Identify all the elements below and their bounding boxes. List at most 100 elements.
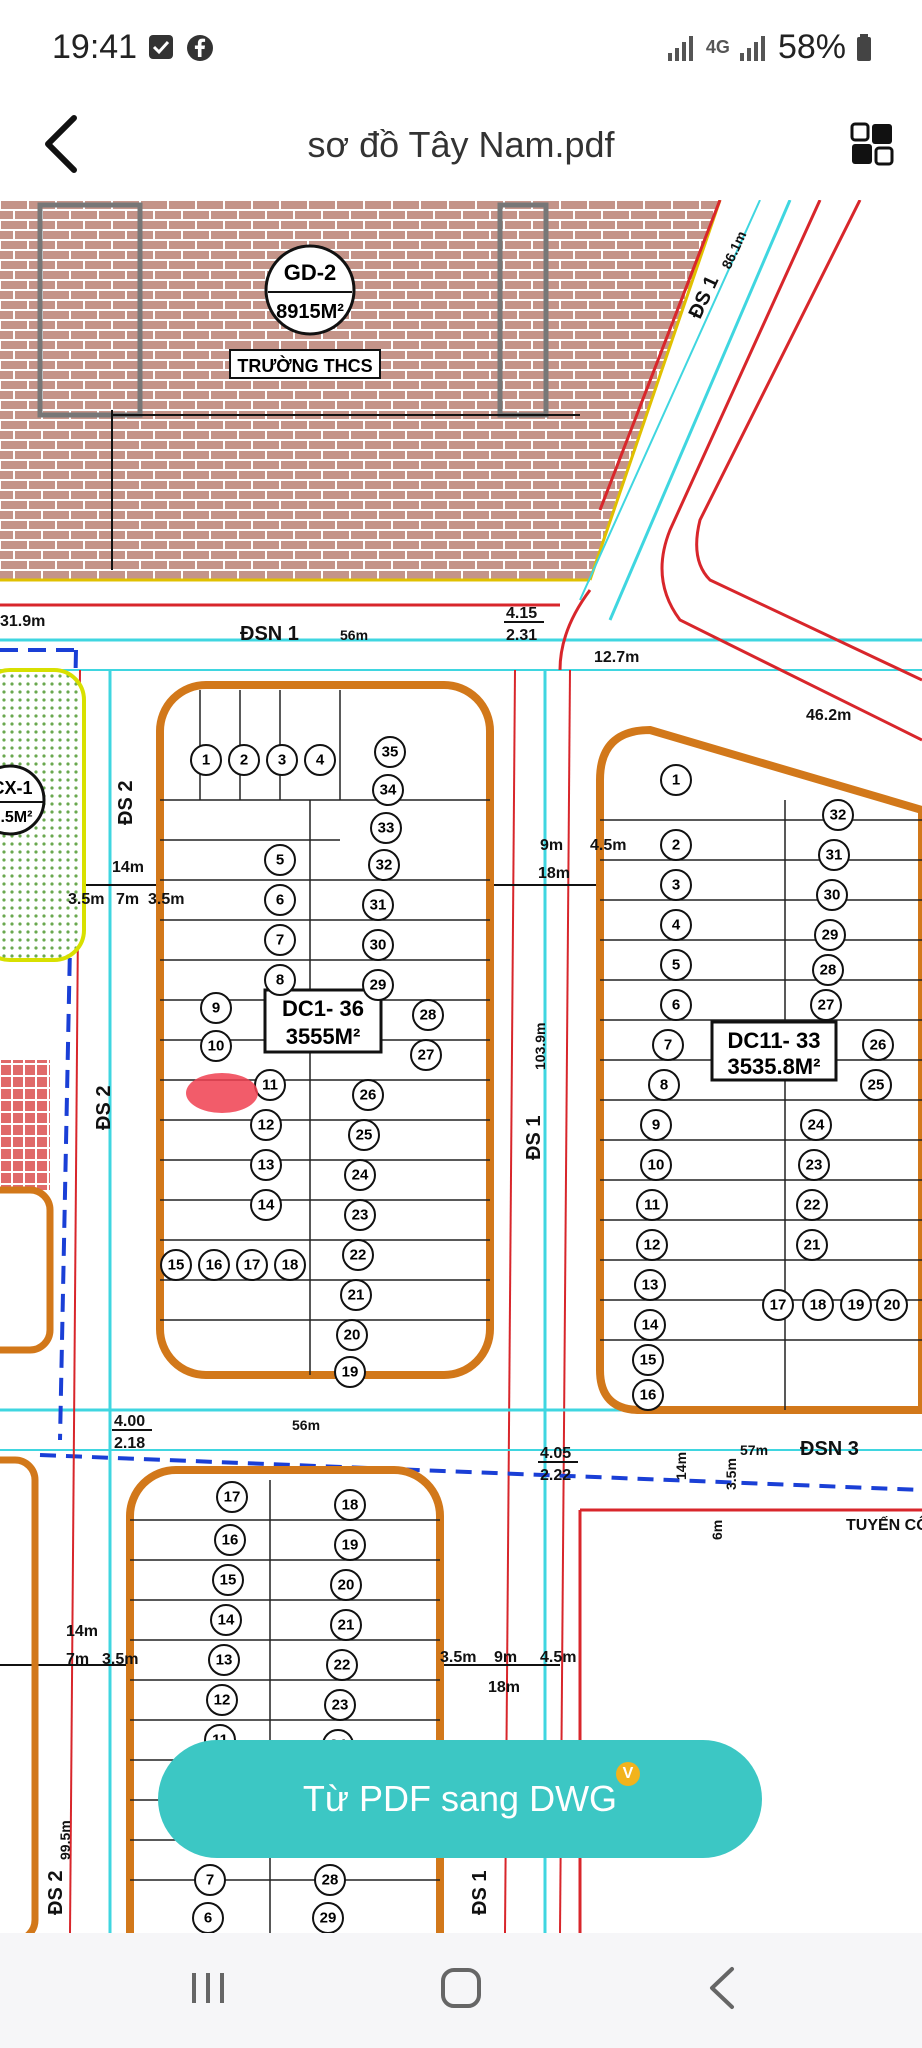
svg-text:DC1- 36: DC1- 36 [282, 996, 364, 1021]
dimension-labels: 4.15 2.31 4.00 2.18 4.05 2.22 14m 18m 9m… [0, 605, 851, 1696]
convert-format-icon[interactable] [850, 122, 894, 166]
lots-dc1-top: 1 2 3 4 35 34 33 [190, 736, 406, 844]
convert-button-label: Từ PDF sang DWG [302, 1778, 618, 1819]
svg-text:10: 10 [648, 1157, 665, 1174]
road-labels: ĐSN 1 56m ĐSN 3 57m 56m ĐS 1 86.1m ĐS 1 … [45, 229, 922, 1915]
svg-text:2.31: 2.31 [506, 627, 537, 644]
back-arrow-icon[interactable] [40, 112, 84, 176]
svg-text:19: 19 [342, 1364, 359, 1381]
svg-text:26: 26 [870, 1037, 887, 1054]
svg-text:20: 20 [884, 1297, 901, 1314]
svg-text:4: 4 [316, 752, 325, 769]
svg-text:3: 3 [672, 877, 680, 894]
svg-text:19: 19 [848, 1297, 865, 1314]
svg-text:18: 18 [282, 1257, 299, 1274]
convert-pdf-to-dwg-button[interactable]: Từ PDF sang DWG V [158, 1740, 762, 1858]
road-network [0, 200, 922, 1933]
svg-text:3.5m: 3.5m [148, 891, 184, 908]
svg-text:31: 31 [826, 847, 843, 864]
svg-text:3.5m: 3.5m [723, 1458, 739, 1490]
svg-text:56m: 56m [292, 1417, 320, 1433]
svg-text:14m: 14m [66, 1623, 98, 1640]
svg-text:6: 6 [276, 892, 284, 909]
svg-text:6m: 6m [709, 1520, 725, 1540]
svg-text:1: 1 [672, 772, 680, 789]
svg-text:ĐS 2: ĐS 2 [93, 1086, 115, 1130]
school-zone [0, 200, 720, 580]
status-bar: 19:41 4G 58% [0, 0, 922, 100]
svg-text:32: 32 [830, 807, 847, 824]
svg-text:14m: 14m [112, 859, 144, 876]
signal-icon-2 [739, 35, 765, 61]
svg-text:7: 7 [664, 1037, 672, 1054]
svg-text:1: 1 [202, 752, 210, 769]
selection-highlight [186, 1073, 258, 1113]
lots-dc1-bottom: 15 16 17 18 19 [160, 1249, 366, 1388]
svg-text:13: 13 [216, 1652, 233, 1669]
svg-text:57m: 57m [740, 1442, 768, 1458]
pdf-viewer[interactable]: GD-2 8915M² TRƯỜNG THCS [0, 200, 922, 1933]
svg-text:14m: 14m [673, 1452, 689, 1480]
svg-text:2.22: 2.22 [540, 1467, 571, 1484]
svg-text:19: 19 [342, 1537, 359, 1554]
svg-text:18: 18 [342, 1497, 359, 1514]
svg-text:10: 10 [208, 1038, 225, 1055]
svg-text:ĐS 2: ĐS 2 [45, 1871, 67, 1915]
svg-text:17: 17 [770, 1297, 787, 1314]
svg-text:12: 12 [214, 1692, 231, 1709]
svg-text:4.05: 4.05 [540, 1445, 571, 1462]
svg-text:14: 14 [218, 1612, 235, 1629]
signal-icon [667, 35, 693, 61]
svg-text:3535.8M²: 3535.8M² [728, 1054, 821, 1079]
svg-text:8915M²: 8915M² [276, 301, 344, 323]
facebook-icon [187, 35, 213, 61]
svg-text:30: 30 [370, 937, 387, 954]
svg-text:25: 25 [356, 1127, 373, 1144]
site-plan-map[interactable]: GD-2 8915M² TRƯỜNG THCS [0, 200, 922, 1933]
svg-text:20: 20 [344, 1327, 361, 1344]
svg-text:16: 16 [640, 1387, 657, 1404]
svg-text:29: 29 [370, 977, 387, 994]
svg-text:56m: 56m [340, 627, 368, 643]
svg-text:12.7m: 12.7m [594, 649, 639, 666]
svg-text:21: 21 [804, 1237, 821, 1254]
svg-text:103.9m: 103.9m [532, 1023, 548, 1070]
svg-text:3555M²: 3555M² [286, 1024, 361, 1049]
svg-text:8: 8 [660, 1077, 668, 1094]
svg-text:17: 17 [244, 1257, 261, 1274]
svg-text:27: 27 [818, 997, 835, 1014]
left-grid-zone [0, 1060, 50, 1190]
lots-dc11-left: 1 2 3 4 5 6 7 8 9 10 11 12 13 14 15 16 [632, 764, 692, 1411]
svg-text:9: 9 [652, 1117, 660, 1134]
svg-text:TUYẾN CÔ: TUYẾN CÔ [846, 1515, 922, 1534]
svg-text:4.5m: 4.5m [540, 1649, 576, 1666]
svg-text:18m: 18m [538, 865, 570, 882]
svg-text:14: 14 [258, 1197, 275, 1214]
svg-text:28: 28 [820, 962, 837, 979]
svg-text:12: 12 [644, 1237, 661, 1254]
svg-text:28: 28 [420, 1007, 437, 1024]
svg-text:23: 23 [352, 1207, 369, 1224]
vip-badge-icon: V [616, 1762, 640, 1786]
recent-apps-icon[interactable] [168, 1953, 248, 2023]
svg-text:21: 21 [348, 1287, 365, 1304]
svg-text:31.9m: 31.9m [0, 613, 45, 630]
back-nav-icon[interactable] [682, 1953, 762, 2023]
home-icon[interactable] [421, 1953, 501, 2023]
svg-text:20: 20 [338, 1577, 355, 1594]
svg-text:3.5m: 3.5m [68, 891, 104, 908]
svg-text:99.5m: 99.5m [57, 1820, 73, 1860]
svg-text:ĐSN 1: ĐSN 1 [240, 623, 299, 645]
svg-text:11: 11 [644, 1197, 660, 1214]
svg-text:7: 7 [276, 932, 284, 949]
svg-text:13: 13 [258, 1157, 275, 1174]
svg-text:17: 17 [224, 1489, 241, 1506]
svg-text:18m: 18m [488, 1679, 520, 1696]
svg-text:22: 22 [334, 1657, 351, 1674]
svg-text:2: 2 [672, 837, 680, 854]
svg-text:3.5m: 3.5m [440, 1649, 476, 1666]
network-type: 4G [705, 37, 730, 57]
svg-text:16: 16 [206, 1257, 223, 1274]
svg-text:GD-2: GD-2 [284, 260, 337, 285]
svg-text:7m: 7m [66, 1651, 89, 1668]
